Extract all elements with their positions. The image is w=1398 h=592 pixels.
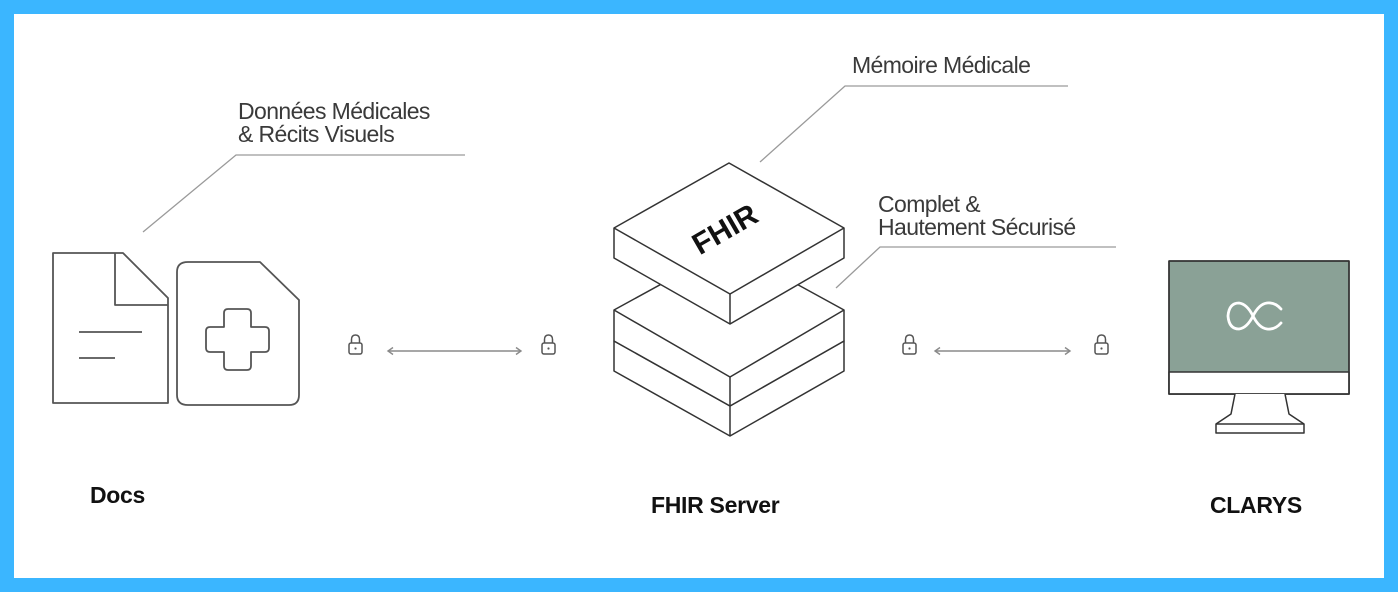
lock-icon (1094, 334, 1109, 355)
leader-secure (835, 246, 1116, 289)
server-stack-icon (613, 162, 845, 437)
callout-docs-line-2: & Récits Visuels (238, 121, 395, 147)
document-icon (52, 252, 169, 404)
node-label-clarys: CLARYS (1210, 492, 1302, 518)
leader-memory (759, 85, 1068, 163)
monitor-chin (1168, 371, 1350, 395)
clarys-logo-icon (1226, 301, 1283, 331)
callout-secure-line-1: Complet & (878, 191, 981, 217)
leader-docs (142, 154, 465, 233)
stack-layer-top (613, 162, 845, 325)
monitor-stand (1215, 393, 1305, 434)
lock-icon (348, 334, 363, 355)
lock-icon (902, 334, 917, 355)
node-label-fhir-server: FHIR Server (651, 492, 780, 518)
double-arrow-icon (386, 346, 523, 356)
callout-memory: Mémoire Médicale (852, 52, 1031, 78)
double-arrow-icon (933, 346, 1072, 356)
monitor-icon (1168, 260, 1350, 434)
node-label-docs: Docs (90, 482, 146, 508)
callout-docs-line-1: Données Médicales (238, 98, 430, 124)
callout-docs: Données Médicales & Récits Visuels (238, 100, 430, 146)
callout-secure-line-2: Hautement Sécurisé (878, 214, 1076, 240)
medical-document-icon (176, 261, 300, 406)
lock-icon (541, 334, 556, 355)
callout-secure: Complet & Hautement Sécurisé (878, 193, 1076, 239)
callout-memory-line-1: Mémoire Médicale (852, 52, 1031, 78)
